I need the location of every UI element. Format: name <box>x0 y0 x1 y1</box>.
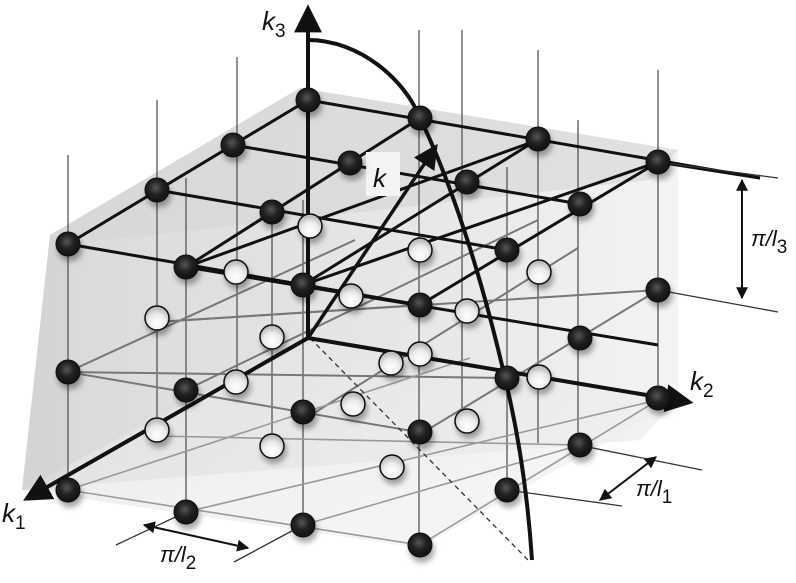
open-state <box>407 341 433 367</box>
k2-axis-label: k2 <box>690 366 714 402</box>
open-state <box>338 283 364 309</box>
open-state <box>379 454 405 480</box>
filled-state <box>407 292 433 318</box>
k1-axis-label: k1 <box>2 498 26 534</box>
filled-state <box>55 359 81 385</box>
filled-state <box>645 385 671 411</box>
filled-state <box>567 325 593 351</box>
open-state <box>297 213 323 239</box>
open-state <box>259 324 285 350</box>
filled-state <box>337 150 363 176</box>
filled-state <box>173 377 199 403</box>
constant-k-surface-curve <box>307 38 534 561</box>
open-state <box>378 350 404 376</box>
wave-vector-k <box>306 143 438 339</box>
floor-grid <box>67 357 659 546</box>
filled-state <box>290 512 316 538</box>
open-states <box>144 213 552 480</box>
filled-state <box>407 419 433 445</box>
pi-l2-arrow <box>142 521 250 552</box>
filled-state <box>407 532 433 558</box>
filled-state <box>567 432 593 458</box>
spacing-l1-label: π/l1 <box>636 476 673 508</box>
open-state <box>259 433 285 459</box>
open-state <box>340 391 366 417</box>
filled-state <box>173 499 199 525</box>
dimension-arrows <box>142 178 748 552</box>
filled-state <box>290 272 316 298</box>
filled-state <box>567 191 593 217</box>
filled-state <box>645 149 671 175</box>
open-state <box>526 259 552 285</box>
spacing-l2-label: π/l2 <box>160 542 197 574</box>
filled-state <box>645 277 671 303</box>
spacing-l3-label: π/l3 <box>751 226 788 258</box>
filled-state <box>295 87 321 113</box>
open-state <box>454 408 480 434</box>
filled-state <box>407 105 433 131</box>
filled-state <box>220 132 246 158</box>
open-state <box>223 259 249 285</box>
open-state <box>144 305 170 331</box>
filled-state <box>55 477 81 503</box>
filled-state <box>525 126 551 152</box>
filled-state <box>144 177 170 203</box>
open-state <box>223 369 249 395</box>
projection-dashed-line <box>309 337 529 561</box>
filled-state <box>494 237 520 263</box>
filled-state <box>173 254 199 280</box>
open-state <box>454 298 480 324</box>
k3-axis-label: k3 <box>262 6 286 42</box>
filled-state <box>494 477 520 503</box>
wave-vector-label: k <box>373 163 386 193</box>
k-label-bg <box>366 152 400 196</box>
filled-state <box>494 365 520 391</box>
open-state <box>526 364 552 390</box>
open-state <box>407 237 433 263</box>
filled-state <box>55 231 81 257</box>
filled-state <box>454 169 480 195</box>
filled-state <box>290 399 316 425</box>
k1-axis <box>23 336 309 501</box>
open-state <box>144 417 170 443</box>
filled-states <box>55 87 671 558</box>
filled-state <box>259 199 285 225</box>
pi-l1-arrow <box>599 456 657 501</box>
